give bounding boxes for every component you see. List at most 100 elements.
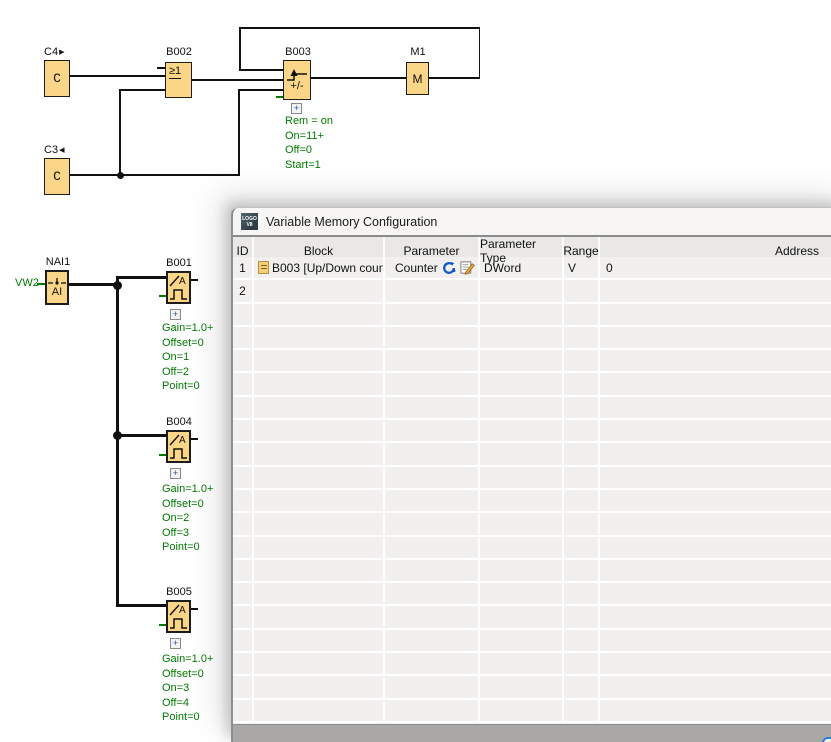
table-body: 1 B003 [Up/Down counter] Counter bbox=[233, 257, 831, 723]
table-cell-empty bbox=[480, 537, 564, 558]
table-row-empty[interactable] bbox=[233, 583, 831, 606]
param-line: Offset=0 bbox=[162, 668, 204, 680]
dialog-title: Variable Memory Configuration bbox=[266, 215, 437, 229]
param-line: Offset=0 bbox=[162, 337, 204, 349]
table-cell-empty bbox=[480, 513, 564, 534]
cell-parameter[interactable] bbox=[385, 280, 480, 301]
table-row-empty[interactable] bbox=[233, 630, 831, 653]
table-row-empty[interactable] bbox=[233, 606, 831, 629]
table-cell-empty bbox=[600, 630, 831, 651]
table-cell-empty bbox=[564, 630, 600, 651]
cell-address[interactable]: 0 bbox=[600, 257, 831, 278]
wire-open-input bbox=[276, 96, 283, 98]
block-b002-or[interactable]: ≥1 bbox=[165, 62, 192, 98]
block-b003-updown-counter[interactable]: +/- bbox=[283, 60, 311, 100]
table-cell-empty bbox=[600, 304, 831, 325]
wire-open-input bbox=[159, 454, 166, 456]
table-row-empty[interactable] bbox=[233, 560, 831, 583]
table-cell-empty bbox=[480, 630, 564, 651]
wire bbox=[70, 174, 240, 176]
table-row-empty[interactable] bbox=[233, 443, 831, 466]
param-line: Gain=1.0+ bbox=[162, 483, 213, 495]
param-line: Off=4 bbox=[162, 697, 189, 709]
table-cell-empty bbox=[600, 467, 831, 488]
wire bbox=[119, 89, 165, 91]
table-cell-empty bbox=[564, 700, 600, 721]
table-row-empty[interactable] bbox=[233, 397, 831, 420]
block-glyph: AI bbox=[52, 287, 62, 298]
edit-icon[interactable] bbox=[460, 260, 475, 275]
table-cell-empty bbox=[600, 397, 831, 418]
block-nai1-network-analog-input[interactable]: AI bbox=[45, 270, 69, 305]
table-cell-empty bbox=[233, 560, 254, 581]
table-row[interactable]: 1 B003 [Up/Down counter] Counter bbox=[233, 257, 831, 280]
block-b005-analog-threshold[interactable]: A bbox=[166, 600, 191, 633]
label-text: C3 bbox=[44, 144, 58, 156]
expand-icon[interactable]: + bbox=[170, 638, 181, 649]
table-row-empty[interactable] bbox=[233, 327, 831, 350]
block-c3-cursor-key[interactable]: C bbox=[44, 158, 70, 195]
table-row-empty[interactable] bbox=[233, 537, 831, 560]
svg-text:A: A bbox=[179, 435, 186, 446]
wire bbox=[238, 89, 240, 176]
table-row-empty[interactable] bbox=[233, 350, 831, 373]
cell-id: 2 bbox=[233, 280, 254, 301]
table-cell-empty bbox=[385, 327, 480, 348]
table-cell-empty bbox=[254, 700, 385, 721]
table-cell-empty bbox=[480, 397, 564, 418]
table-row-empty[interactable] bbox=[233, 467, 831, 490]
cursor-right-icon: ▶ bbox=[59, 49, 64, 56]
table-cell-empty bbox=[254, 327, 385, 348]
table-row-empty[interactable] bbox=[233, 676, 831, 699]
table-cell-empty bbox=[480, 606, 564, 627]
table-cell-empty bbox=[600, 327, 831, 348]
table-row-empty[interactable] bbox=[233, 513, 831, 536]
table-row-empty[interactable] bbox=[233, 653, 831, 676]
table-cell-empty bbox=[385, 420, 480, 441]
block-label-b002: B002 bbox=[160, 46, 198, 58]
expand-icon[interactable]: + bbox=[170, 309, 181, 320]
cell-parameter[interactable]: Counter bbox=[385, 257, 480, 278]
table-row-empty[interactable] bbox=[233, 373, 831, 396]
block-b001-analog-threshold[interactable]: A bbox=[166, 271, 191, 304]
label-text: NAI1 bbox=[46, 256, 70, 268]
table-row-empty[interactable] bbox=[233, 304, 831, 327]
table-row-empty[interactable] bbox=[233, 700, 831, 723]
analog-threshold-icon: A bbox=[168, 433, 189, 461]
table-cell-empty bbox=[254, 443, 385, 464]
wire-input-stub bbox=[157, 67, 165, 69]
analog-threshold-icon: A bbox=[168, 603, 189, 631]
table-cell-empty bbox=[564, 513, 600, 534]
table-cell-empty bbox=[233, 420, 254, 441]
table-row-empty[interactable] bbox=[233, 490, 831, 513]
block-m1-flag[interactable]: M bbox=[406, 62, 429, 95]
table-cell-empty bbox=[480, 560, 564, 581]
dialog-titlebar[interactable]: LOGO V8 Variable Memory Configuration bbox=[233, 208, 831, 237]
param-line: Point=0 bbox=[162, 380, 200, 392]
expand-icon[interactable]: + bbox=[170, 468, 181, 479]
expand-icon[interactable]: + bbox=[291, 103, 302, 114]
param-line: On=11+ bbox=[285, 130, 324, 142]
table-cell-empty bbox=[233, 467, 254, 488]
cell-block: B003 [Up/Down counter] bbox=[254, 257, 385, 278]
block-c4-cursor-key[interactable]: C bbox=[44, 60, 70, 97]
block-label-b004: B004 bbox=[162, 416, 196, 428]
wire-feedback bbox=[239, 69, 283, 71]
label-text: B004 bbox=[166, 416, 192, 428]
table-cell-empty bbox=[254, 537, 385, 558]
table-cell-empty bbox=[385, 490, 480, 511]
table-cell-empty bbox=[254, 467, 385, 488]
refresh-icon[interactable] bbox=[442, 261, 456, 275]
table-row-empty[interactable] bbox=[233, 420, 831, 443]
label-text: B002 bbox=[166, 46, 192, 58]
table-cell-empty bbox=[480, 350, 564, 371]
table-row[interactable]: 2 bbox=[233, 280, 831, 303]
table-cell-empty bbox=[480, 327, 564, 348]
param-line: Start=1 bbox=[285, 159, 321, 171]
table-cell-empty bbox=[385, 397, 480, 418]
ok-button[interactable] bbox=[822, 737, 831, 742]
analog-threshold-icon: A bbox=[168, 274, 189, 302]
table-cell-empty bbox=[233, 676, 254, 697]
block-b004-analog-threshold[interactable]: A bbox=[166, 430, 191, 463]
